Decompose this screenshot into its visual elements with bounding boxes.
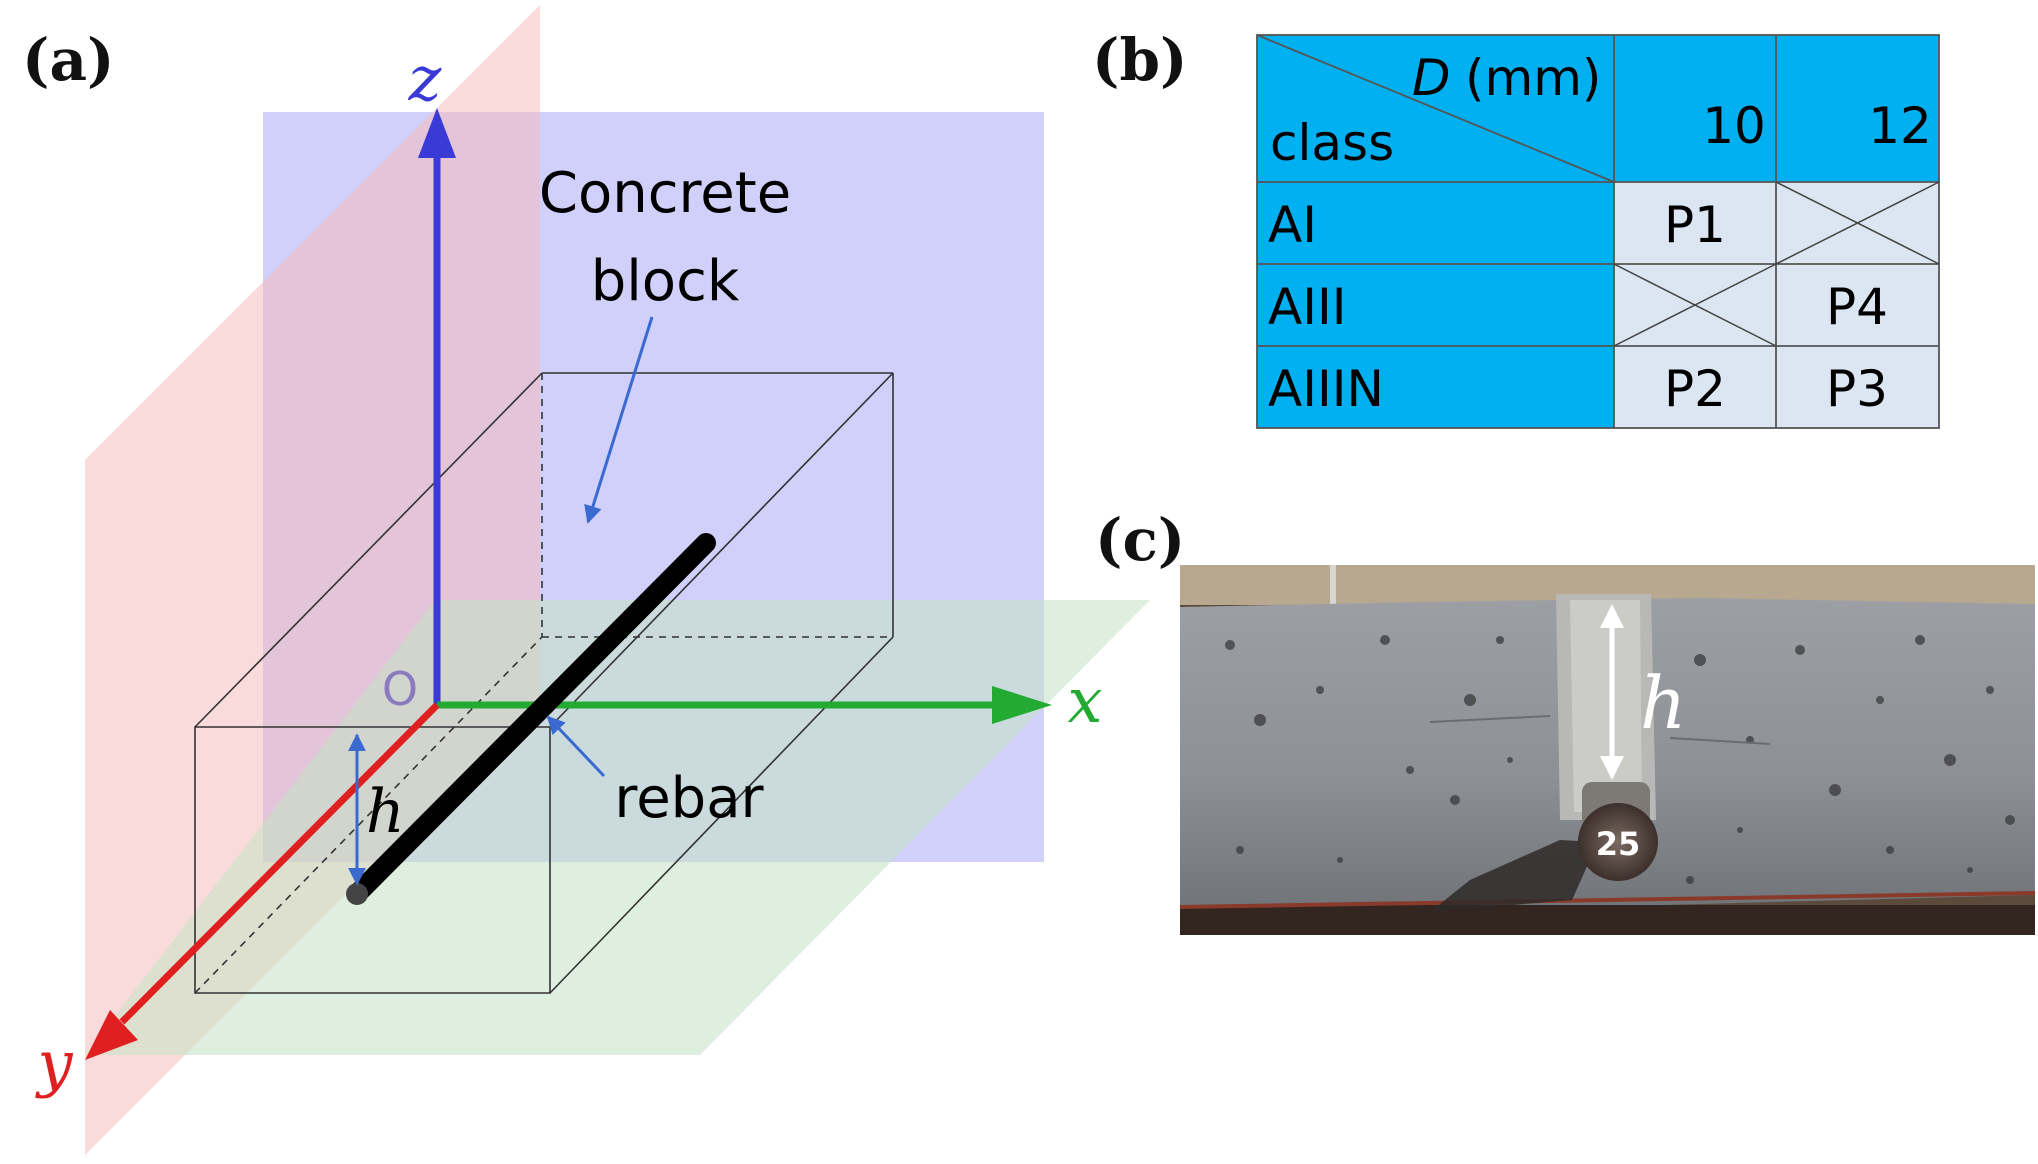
header-class: class xyxy=(1270,114,1394,172)
y-axis xyxy=(119,702,440,1025)
h-label-a: h xyxy=(366,777,405,847)
concrete-block-outline xyxy=(194,372,894,994)
header-d-unit: (mm) xyxy=(1465,49,1601,107)
cell-aiiin-12: P3 xyxy=(1826,360,1888,418)
table-header-row xyxy=(1257,35,1939,182)
concrete-photo: 25 xyxy=(1179,565,2036,935)
h-arrowhead-top xyxy=(1600,604,1624,628)
panel-b-label: (b) xyxy=(1092,26,1187,94)
z-axis-label: z xyxy=(408,42,442,115)
panel-a-label: (a) xyxy=(22,26,114,94)
header-d-symbol: D xyxy=(1412,49,1451,107)
xy-plane xyxy=(85,600,1150,1055)
table-row-label-column xyxy=(1257,182,1614,428)
panel-c: (c) 25 xyxy=(1095,506,2036,935)
row-label-aiii: AIII xyxy=(1268,278,1346,336)
h-arrowhead-bottom xyxy=(1600,756,1624,780)
table-grid xyxy=(1256,34,1940,429)
panel-b: (b) D (mm) class 10 12 AI xyxy=(1092,26,1940,429)
row-label-aiiin: AIIIN xyxy=(1268,360,1384,418)
crossed-cell-ai-12 xyxy=(1775,181,1940,265)
y-axis-arrowhead xyxy=(85,1010,138,1060)
cell-ai-10: P1 xyxy=(1664,196,1726,254)
rebar-tag xyxy=(1578,803,1658,881)
h-label-c: h xyxy=(1640,661,1686,745)
concrete-label-line2: block xyxy=(591,249,740,314)
x-axis-arrowhead xyxy=(992,686,1052,724)
panel-a: (a) h z xyxy=(22,5,1150,1155)
yz-plane xyxy=(85,5,540,1155)
concrete-leader-arrow xyxy=(584,316,654,524)
rebar xyxy=(348,533,716,903)
origin-label: O xyxy=(382,662,418,716)
y-axis-label: y xyxy=(34,1027,73,1100)
crossed-cell-aiii-10 xyxy=(1613,263,1777,347)
x-axis-label: x xyxy=(1068,664,1103,737)
concrete-label-line1: Concrete xyxy=(539,161,791,226)
row-label-ai: AI xyxy=(1268,196,1317,254)
cell-aiiin-10: P2 xyxy=(1664,360,1726,418)
z-axis-arrowhead xyxy=(418,108,456,158)
rebar-leader-arrow xyxy=(546,715,606,778)
column-header-10: 10 xyxy=(1702,97,1766,155)
rebar-tag-number: 25 xyxy=(1596,825,1641,863)
rebar-end xyxy=(346,883,368,905)
rebar-label: rebar xyxy=(614,766,764,831)
panel-c-label: (c) xyxy=(1095,506,1185,574)
column-header-12: 12 xyxy=(1868,97,1932,155)
cell-aiii-12: P4 xyxy=(1826,278,1888,336)
